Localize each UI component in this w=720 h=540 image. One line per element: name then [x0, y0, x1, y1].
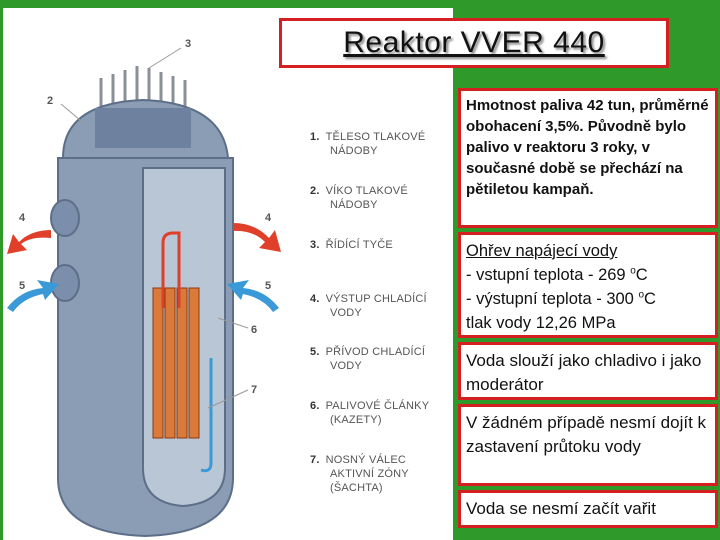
callout-4-left: 4 — [19, 212, 26, 224]
callout-3: 3 — [185, 38, 192, 50]
outlet-arrow-left — [7, 230, 51, 254]
outlet-arrow-right — [233, 223, 281, 252]
hot-flow-arrow — [161, 231, 181, 308]
info-box-flow: V žádném případě nesmí dojít k zastavení… — [458, 404, 718, 486]
fuel-assemblies — [152, 287, 200, 439]
info-box-feedwater: Ohřev napájecí vody - vstupní teplota - … — [458, 232, 718, 338]
callout-5-left: 5 — [19, 280, 26, 292]
callout-6: 6 — [251, 324, 258, 336]
outlet-nozzle-left — [50, 199, 80, 237]
reactor-diagram — [7, 47, 281, 538]
legend-item-6: 6.PALIVOVÉ ČLÁNKY (KAZETY) — [310, 400, 430, 426]
page-title: Reaktor VVER 440 — [343, 26, 605, 59]
info-box-fuel: Hmotnost paliva 42 tun, průměrné obohace… — [458, 88, 718, 228]
cold-flow-arrow — [200, 358, 213, 473]
legend-item-1: 1.TĚLESO TLAKOVÉ NÁDOBY — [310, 131, 426, 157]
info-box-moderator: Voda slouží jako chladivo i jako moderát… — [458, 342, 718, 400]
legend-item-5: 5.PŘÍVOD CHLADÍCÍ VODY — [310, 346, 426, 372]
callout-4-right: 4 — [265, 212, 272, 224]
legend-item-3: 3.ŘÍDÍCÍ TYČE — [310, 239, 393, 251]
inlet-arrow-left — [7, 280, 59, 312]
legend-item-4: 4.VÝSTUP CHLADÍCÍ VODY — [310, 293, 427, 319]
control-rods — [99, 66, 187, 118]
feedwater-heading: Ohřev napájecí vody — [466, 242, 618, 260]
callout-2: 2 — [47, 95, 54, 107]
callout-5-right: 5 — [265, 280, 272, 292]
reactor-diagram-panel: 3 2 4 4 5 5 6 7 1.TĚLESO TLAKOVÉ NÁDOBY … — [3, 8, 453, 540]
inlet-arrow-right — [227, 280, 279, 312]
leader-lines — [60, 47, 249, 409]
inlet-nozzle-left — [50, 264, 80, 302]
title-box: Reaktor VVER 440 — [279, 18, 669, 68]
callout-7: 7 — [251, 384, 258, 396]
legend-item-2: 2.VÍKO TLAKOVÉ NÁDOBY — [310, 185, 408, 211]
info-box-boiling: Voda se nesmí začít vařit — [458, 490, 718, 528]
legend-item-7: 7.NOSNÝ VÁLEC AKTIVNÍ ZÓNY (ŠACHTA) — [310, 454, 409, 494]
